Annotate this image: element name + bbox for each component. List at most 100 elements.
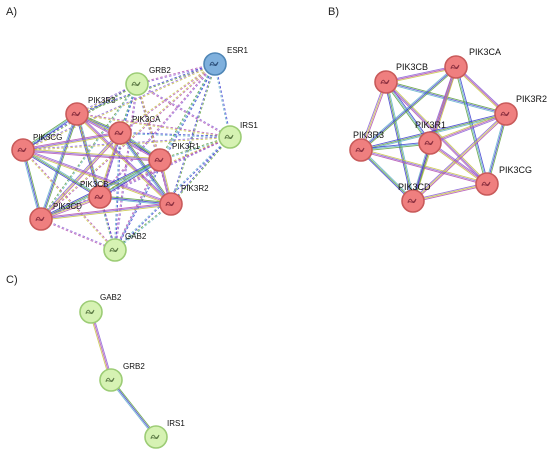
edge-esr1-pik3cg: [22, 63, 215, 150]
node-label: PIK3CD: [398, 182, 431, 192]
edge-esr1-pik3cb: [100, 64, 216, 198]
edge-grb2-pik3cg: [23, 84, 138, 151]
edge-esr1-irs1: [213, 64, 230, 138]
protein-structure-icon: [17, 147, 27, 153]
edge-pik3cg-gab2: [22, 150, 115, 251]
node-pik3r2[interactable]: [159, 192, 183, 216]
node-circle: [103, 238, 127, 262]
edge-esr1-pik3ca: [120, 64, 216, 134]
edge-pik3cb-pik3ca: [386, 67, 457, 84]
edge-grb2-irs1: [110, 379, 157, 438]
protein-structure-icon: [150, 434, 160, 440]
node-label: GAB2: [100, 293, 122, 302]
edge-pik3ca-pik3cg: [454, 67, 487, 185]
protein-structure-icon: [481, 181, 491, 187]
edge-irs1-pik3r1: [159, 136, 230, 160]
panel-b-label: B): [328, 6, 339, 18]
node-circle: [125, 72, 149, 96]
edge-grb2-gab2: [113, 83, 137, 250]
node-circle: [99, 368, 123, 392]
edge-irs1-pik3cb: [99, 136, 230, 197]
node-esr1[interactable]: [203, 52, 227, 76]
node-pik3cb[interactable]: [374, 70, 398, 94]
node-pik3cg[interactable]: [475, 172, 499, 196]
node-label: PIK3CA: [469, 47, 501, 57]
edge-pik3cd-gab2: [41, 218, 116, 250]
node-circle: [475, 172, 499, 196]
panel-a-label: A): [6, 6, 17, 18]
edge-pik3r1-pik3cb: [100, 160, 161, 199]
protein-structure-icon: [114, 130, 124, 136]
node-pik3cd[interactable]: [29, 207, 53, 231]
node-circle: [444, 55, 468, 79]
node-pik3r1[interactable]: [148, 148, 172, 172]
node-pik3cd[interactable]: [401, 189, 425, 213]
protein-structure-icon: [94, 194, 104, 200]
edge-pik3cb-pik3r3: [360, 81, 387, 151]
edge-pik3cd-gab2: [40, 219, 115, 251]
node-label: PIK3CA: [132, 115, 161, 124]
edge-pik3cb-pik3ca: [385, 65, 456, 82]
protein-structure-icon: [131, 81, 141, 87]
node-circle: [65, 102, 89, 126]
edge-pik3cb-pik3ca: [385, 66, 457, 83]
node-pik3ca[interactable]: [108, 121, 132, 145]
node-pik3r3[interactable]: [349, 138, 373, 162]
edge-pik3r2-pik3cd: [41, 204, 172, 221]
node-gab2[interactable]: [103, 238, 127, 262]
protein-structure-icon: [500, 111, 510, 117]
node-label: GRB2: [149, 66, 171, 75]
node-circle: [29, 207, 53, 231]
node-circle: [203, 52, 227, 76]
edge-pik3ca-pik3cg: [22, 131, 120, 150]
edge-pik3cg-pik3r1: [22, 150, 160, 162]
edge-pik3r2-gab2: [115, 204, 172, 251]
edge-irs1-pik3r1: [160, 137, 231, 161]
edge-pik3ca-pik3cd: [39, 131, 120, 219]
node-circle: [401, 189, 425, 213]
edge-pik3ca-pik3r3: [359, 65, 456, 150]
edge-esr1-pik3r2: [171, 64, 217, 205]
node-pik3cb[interactable]: [88, 185, 112, 209]
node-pik3r1[interactable]: [418, 131, 442, 155]
edge-pik3r3-irs1: [76, 114, 230, 139]
edge-pik3r3-pik3r2: [77, 112, 173, 204]
protein-structure-icon: [165, 201, 175, 207]
edge-pik3cg-pik3cd: [23, 149, 43, 219]
edge-pik3r2-pik3cd: [411, 112, 506, 201]
edge-pik3r2-pik3cg: [487, 114, 508, 185]
node-irs1[interactable]: [144, 425, 168, 449]
edge-pik3r2-pik3r1: [430, 114, 507, 145]
edge-grb2-irs1: [111, 378, 158, 437]
node-label: PIK3R2: [516, 94, 547, 104]
node-circle: [11, 138, 35, 162]
node-circle: [79, 300, 103, 324]
node-circle: [494, 102, 518, 126]
edge-esr1-pik3cd: [40, 63, 215, 219]
node-circle: [108, 121, 132, 145]
node-pik3ca[interactable]: [444, 55, 468, 79]
node-irs1[interactable]: [218, 125, 242, 149]
node-circle: [218, 125, 242, 149]
edge-pik3r2-pik3r1: [429, 112, 506, 143]
node-pik3r2[interactable]: [494, 102, 518, 126]
edge-pik3r3-pik3cd: [40, 113, 78, 220]
edge-pik3cg-pik3cb: [23, 148, 101, 197]
node-pik3r3[interactable]: [65, 102, 89, 126]
node-label: PIK3R3: [353, 130, 384, 140]
edge-pik3ca-irs1: [119, 133, 230, 139]
edge-pik3cg-pik3r1: [23, 148, 161, 160]
node-label: ESR1: [227, 46, 248, 55]
node-gab2[interactable]: [79, 300, 103, 324]
protein-structure-icon: [424, 140, 434, 146]
node-grb2[interactable]: [125, 72, 149, 96]
edge-esr1-pik3cb: [99, 63, 215, 197]
node-grb2[interactable]: [99, 368, 123, 392]
edge-grb2-pik3cd: [41, 84, 138, 220]
edge-pik3ca-pik3cd: [40, 132, 121, 220]
node-pik3cg[interactable]: [11, 138, 35, 162]
node-label: PIK3CB: [80, 180, 108, 189]
edge-gab2-grb2: [91, 311, 113, 380]
